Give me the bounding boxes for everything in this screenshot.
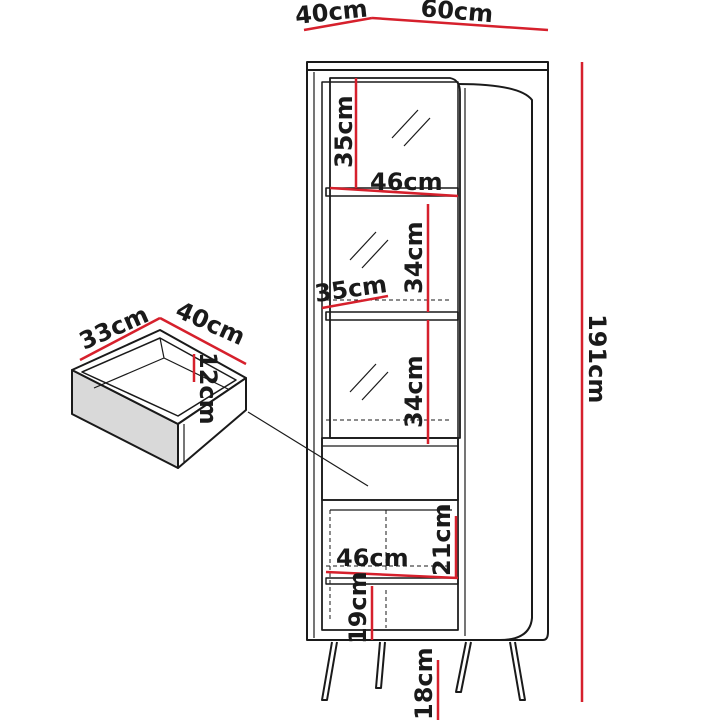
label-top-shelf-height: 35cm — [330, 95, 358, 168]
glass-door — [329, 77, 461, 439]
label-lower-height: 21cm — [428, 503, 456, 576]
glass-reflection — [349, 109, 431, 401]
cabinet-outer-body — [306, 70, 549, 641]
label-bottom-height: 19cm — [344, 571, 372, 644]
label-low-shelf-height: 34cm — [400, 355, 428, 428]
cabinet-legs — [321, 641, 526, 701]
label-drawer-height: 12cm — [194, 352, 222, 425]
drawer-detail-side — [177, 377, 247, 469]
label-top-shelf-width: 46cm — [370, 168, 443, 196]
drawer-front — [321, 437, 459, 501]
dim-line-drawer-depth — [159, 316, 247, 366]
leg-front-left — [321, 641, 338, 701]
label-height: 191cm — [583, 314, 611, 403]
dim-line-depth — [303, 16, 373, 32]
lower-compartment — [321, 499, 459, 631]
shelf-2 — [325, 311, 459, 321]
dim-line-top-shelf-width — [329, 186, 459, 198]
dimension-lines — [79, 16, 584, 720]
leg-back-left — [375, 641, 386, 689]
cabinet-top — [306, 61, 549, 71]
label-depth: 40cm — [294, 0, 369, 30]
leg-back-right — [455, 641, 472, 693]
label-mid-shelf-depth: 35cm — [313, 270, 389, 308]
label-mid-shelf-height: 34cm — [400, 221, 428, 294]
drawer-detail — [71, 329, 247, 469]
dim-line-drawer-width — [79, 316, 161, 362]
dim-line-lower-width — [325, 570, 459, 580]
drawer-callout-line — [247, 411, 369, 487]
dim-line-mid-shelf-depth — [321, 294, 389, 310]
cabinet-side-panel — [457, 83, 533, 641]
label-width: 60cm — [419, 0, 494, 28]
label-lower-width: 46cm — [336, 544, 409, 572]
label-leg-height: 18cm — [410, 647, 438, 720]
cabinet — [306, 61, 549, 701]
lower-shelf — [325, 577, 459, 585]
dim-line-width — [371, 16, 549, 32]
drawer-detail-inner — [81, 337, 237, 417]
leg-front-right — [509, 641, 526, 701]
